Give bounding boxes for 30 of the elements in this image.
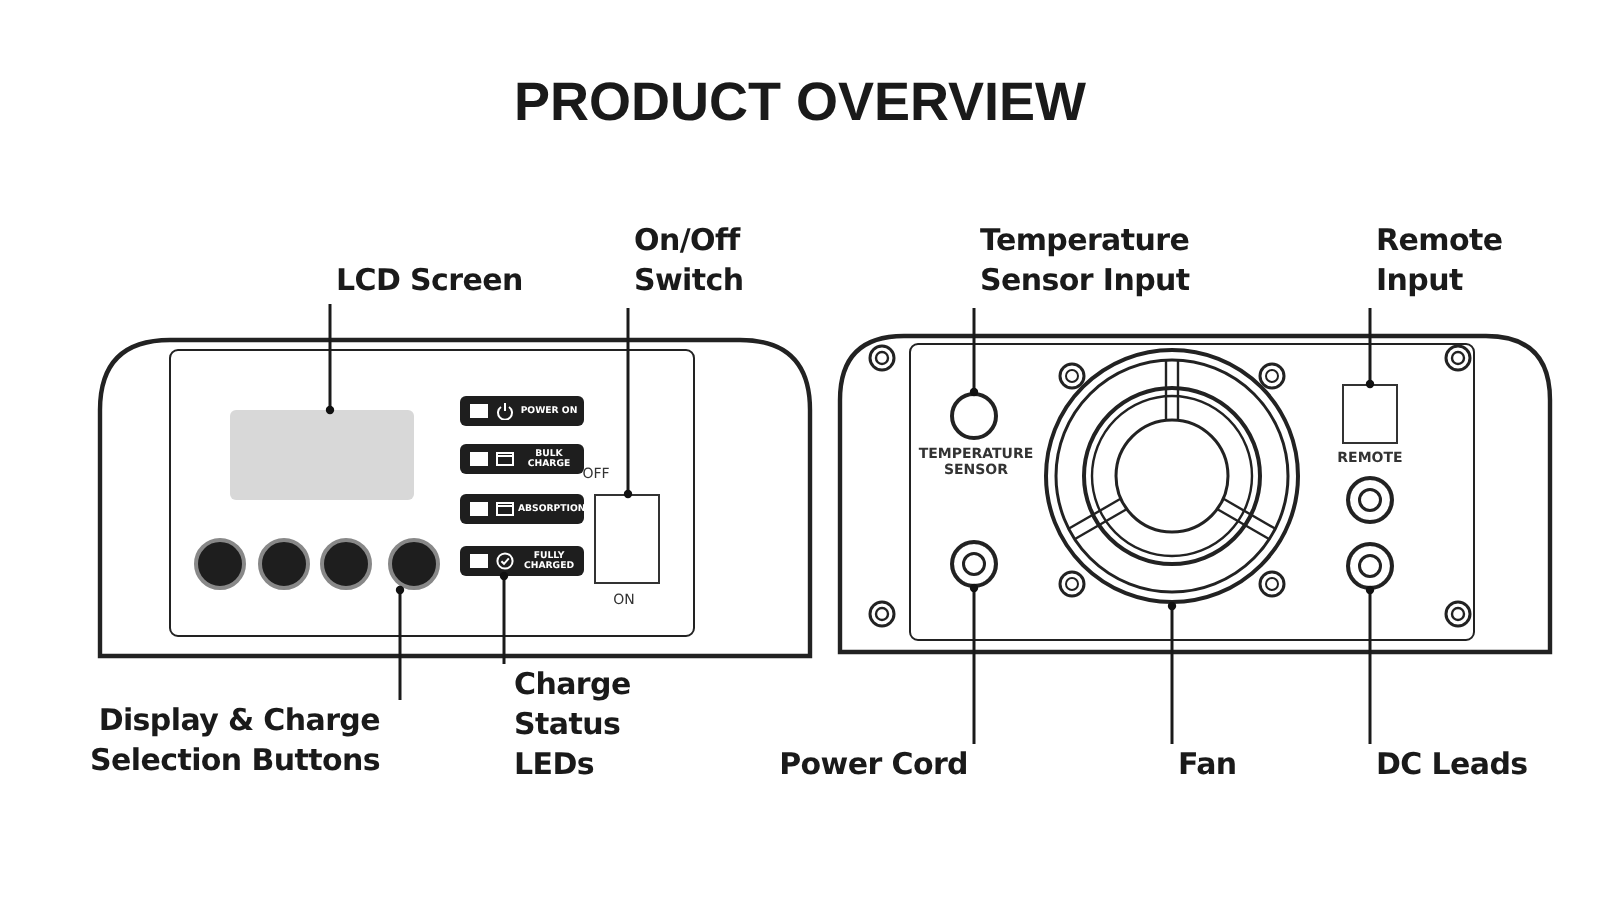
callout-label: DC Leads [1360,744,1560,788]
status-led-panel [460,396,584,426]
socket-port [1346,542,1394,590]
leader-line [623,308,633,499]
leader-line [969,308,979,397]
callout-label: Temperature Sensor Input [964,220,1244,308]
status-led-panel [460,546,584,576]
callout-label: LCD Screen [320,260,540,304]
leader-line [1365,585,1375,744]
sensor-port [950,392,998,440]
socket-port [1346,476,1394,524]
callout-label: Charge Status LEDs [498,664,678,788]
leader-line [969,583,979,744]
callout-label: Fan [1162,744,1262,788]
callout-label: Power Cord [740,744,984,788]
status-led-panel [460,494,584,524]
leader-line [1365,308,1375,389]
callout-label: On/Off Switch [618,220,778,308]
leader-line [1167,601,1177,744]
leader-line [395,585,405,700]
leader-line [499,571,509,664]
leader-line [325,304,335,415]
rocker-switch [594,494,660,584]
title: PRODUCT OVERVIEW [511,72,1089,136]
callout-label: Display & Charge Selection Buttons [60,700,396,788]
callout-label: Remote Input [1360,220,1520,308]
remote-port [1342,384,1398,444]
socket-port [950,540,998,588]
lcd-screen [230,410,414,500]
status-led-panel [460,444,584,474]
